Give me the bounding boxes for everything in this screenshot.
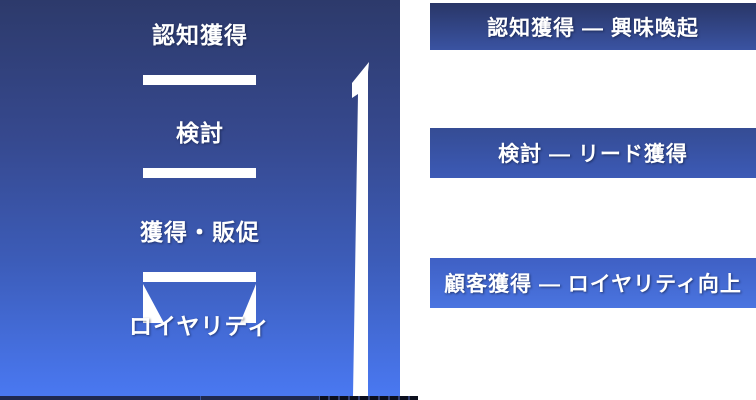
bottom-edge-segment-1 — [0, 396, 201, 400]
bottom-edge-segment-2 — [201, 396, 320, 400]
funnel-stage-label-awareness: 認知獲得 — [152, 22, 248, 48]
mapping-bar-acquisition-loyalty: 顧客獲得 ― ロイヤリティ向上 — [430, 258, 756, 308]
funnel-neck-right-wall — [240, 284, 256, 323]
mapping-bar-label: 顧客獲得 ― ロイヤリティ向上 — [444, 273, 742, 296]
funnel-neck-left-wall — [143, 284, 164, 323]
up-arrow-icon — [352, 62, 369, 396]
mapping-bar-label: 認知獲得 ― 興味喚起 — [487, 16, 699, 40]
stage-divider-2 — [143, 168, 256, 178]
funnel-panel — [0, 0, 400, 400]
mapping-bar-awareness: 認知獲得 ― 興味喚起 — [430, 3, 756, 50]
mapping-bar-label: 検討 ― リード獲得 — [498, 143, 688, 166]
funnel-stage-label-consideration: 検討 — [176, 120, 224, 146]
stage-divider-1 — [143, 75, 256, 85]
stage-divider-3 — [143, 272, 256, 282]
bottom-edge-segment-3 — [320, 396, 418, 400]
funnel-stage-label-acquisition-promotion: 獲得・販促 — [140, 219, 260, 245]
funnel-stage-label-loyalty: ロイヤリティ — [129, 313, 271, 339]
bottom-edge-bar — [0, 396, 418, 400]
mapping-bar-consideration: 検討 ― リード獲得 — [430, 128, 756, 178]
